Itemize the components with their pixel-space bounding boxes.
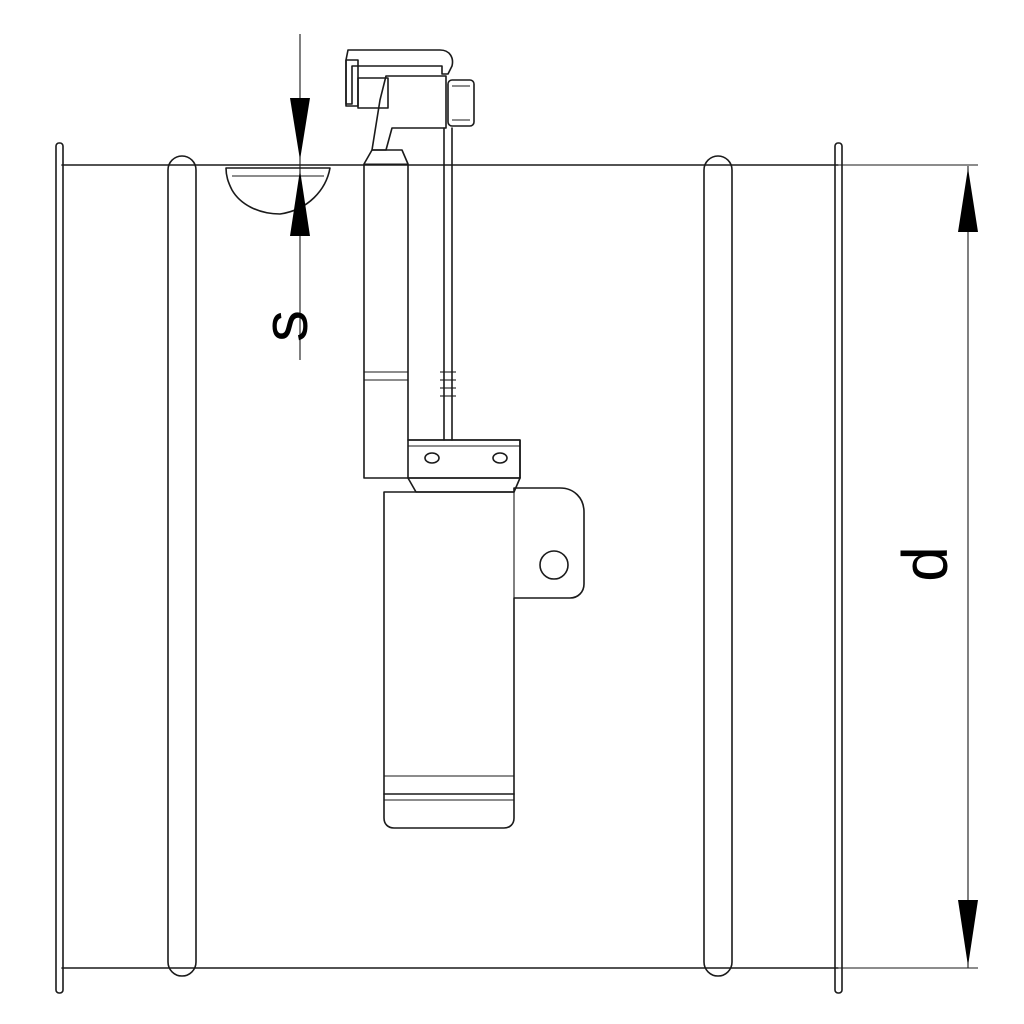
dimension-d: d bbox=[838, 164, 978, 969]
s-arrow-bottom bbox=[290, 170, 310, 236]
left-end-flange bbox=[55, 142, 64, 994]
d-arrow-top bbox=[958, 168, 978, 232]
dimension-label-s: s bbox=[249, 310, 321, 342]
mounting-plate bbox=[407, 439, 521, 479]
right-end-flange bbox=[834, 142, 843, 994]
dimension-s: s bbox=[249, 34, 330, 360]
right-rolled-bead bbox=[703, 155, 733, 977]
d-arrow-bottom bbox=[958, 900, 978, 966]
damper-blade-section bbox=[225, 167, 331, 215]
shaft-nut bbox=[447, 79, 475, 127]
mounting-hole-right bbox=[492, 452, 508, 464]
duct-body bbox=[55, 142, 843, 994]
actuator-bracket bbox=[345, 49, 521, 493]
s-arrow-top bbox=[290, 98, 310, 160]
actuator-body bbox=[383, 487, 585, 829]
actuator-lug-hole bbox=[539, 550, 569, 580]
left-rolled-bead bbox=[167, 155, 197, 977]
mounting-hole-left bbox=[424, 452, 440, 464]
dimension-label-d: d bbox=[889, 546, 961, 582]
